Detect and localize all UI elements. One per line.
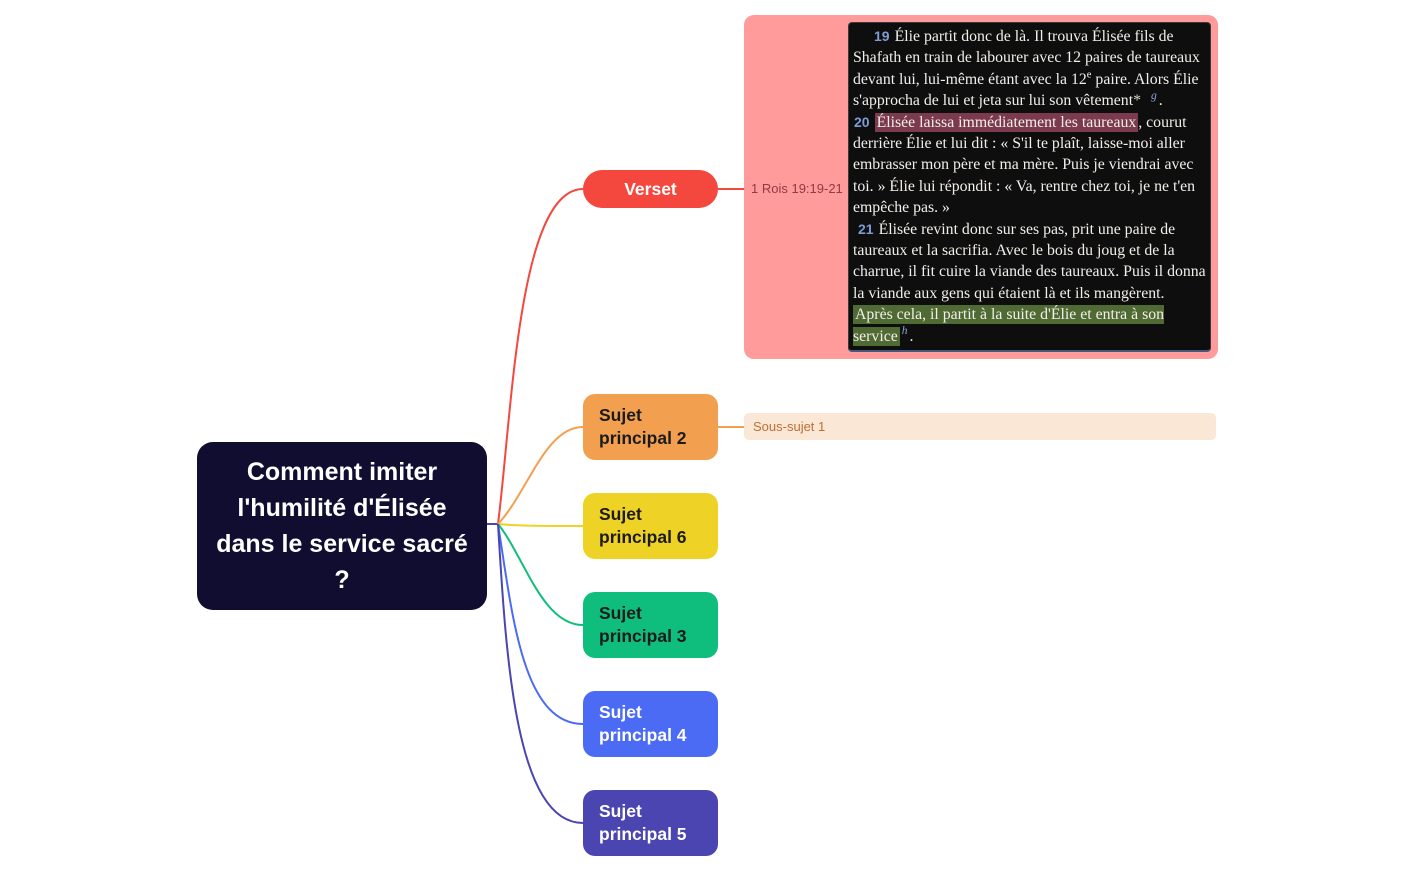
node-verset[interactable]: Verset [583, 170, 718, 208]
node-sujet-principal-3[interactable]: Sujet principal 3 [583, 592, 718, 658]
verse-segment-sup: e [1086, 69, 1092, 81]
connector-sujet-6 [497, 523, 584, 527]
verse-reference: 1 Rois 19:19-21 [751, 181, 843, 196]
connector-sujet-3 [497, 523, 584, 626]
node-sujet-principal-5-label: Sujet principal 5 [599, 801, 687, 844]
verse-segment-hlred: Élisée laissa immédiatement les taureaux [874, 112, 1139, 132]
verse-segment-fnote: g [1151, 89, 1157, 102]
verse-segment-star: * [1133, 92, 1141, 110]
node-sujet-principal-6[interactable]: Sujet principal 6 [583, 493, 718, 559]
verse-segment-text: , courut derrière Élie et lui dit : « S'… [853, 113, 1196, 217]
node-verset-label: Verset [624, 178, 677, 199]
central-topic-label: Comment imiter l'humilité d'Élisée dans … [216, 458, 468, 594]
verse-segment-text: . [1158, 92, 1163, 110]
node-sujet-principal-2-label: Sujet principal 2 [599, 405, 687, 448]
central-topic-node[interactable]: Comment imiter l'humilité d'Élisée dans … [197, 442, 487, 610]
subtopic-label: Sous-sujet 1 [753, 419, 826, 434]
verse-segment-vnum: 20 [854, 113, 870, 130]
verse-segment-text: Élisée revint donc sur ses pas, prit une… [853, 220, 1206, 302]
node-sujet-principal-5[interactable]: Sujet principal 5 [583, 790, 718, 856]
connector-sujet-4 [497, 523, 584, 725]
connector-verset [497, 188, 584, 525]
node-sujet-principal-2[interactable]: Sujet principal 2 [583, 394, 718, 460]
connector-sujet-2 [497, 426, 584, 525]
node-sujet-principal-4[interactable]: Sujet principal 4 [583, 691, 718, 757]
verse-segment-text: Élie partit donc de là. Il trouva Élisée… [853, 28, 1200, 88]
verse-segment-text: . [909, 327, 914, 345]
node-sujet-principal-3-label: Sujet principal 3 [599, 603, 687, 646]
connector-sujet-5 [497, 523, 584, 824]
verse-segment-vnum: 19 [874, 28, 890, 44]
verse-segment-text: paire. Alors Élie s'approcha de lui et j… [853, 70, 1199, 110]
verse-segment-hlgreen: Après cela, il partit à la suite d'Élie … [853, 305, 1165, 346]
subtopic-bar[interactable]: Sous-sujet 1 [744, 413, 1216, 440]
verse-segment-vnum: 21 [858, 220, 874, 237]
node-sujet-principal-6-label: Sujet principal 6 [599, 504, 687, 547]
node-sujet-principal-4-label: Sujet principal 4 [599, 702, 687, 745]
verse-segment-fnote: h [901, 325, 908, 338]
